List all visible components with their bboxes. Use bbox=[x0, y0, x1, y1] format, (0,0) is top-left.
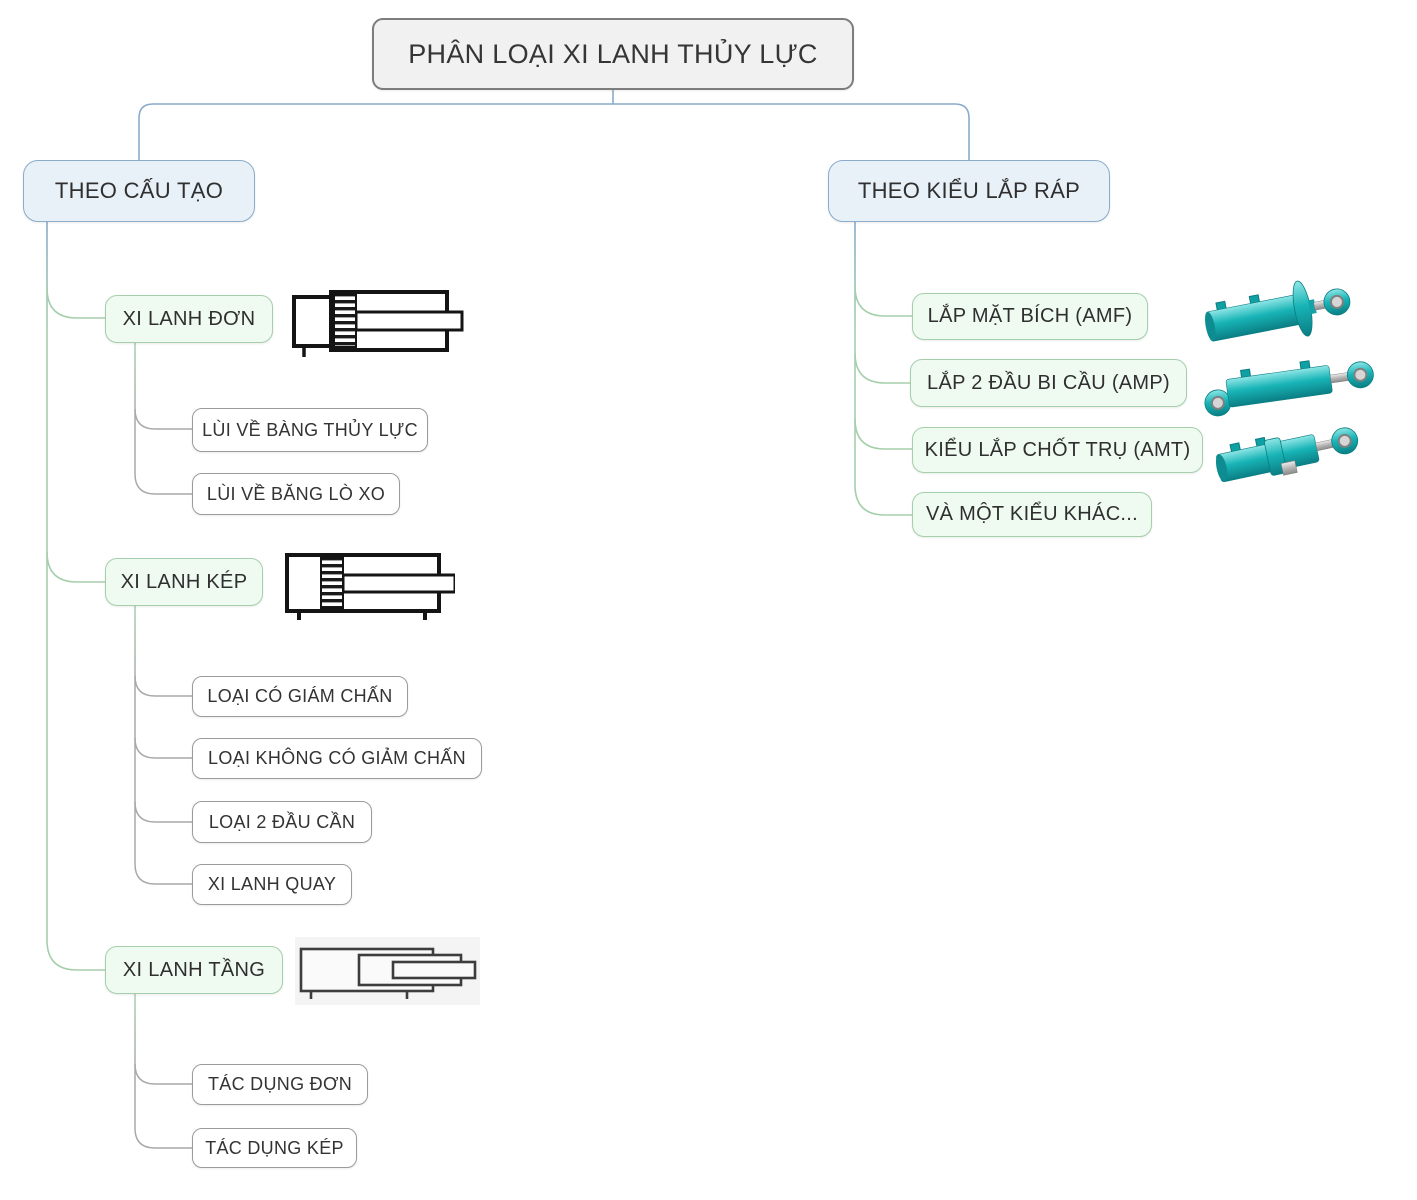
leaf-label: XI LANH QUAY bbox=[207, 874, 337, 894]
node-lap-mat-bich-amf[interactable]: LẮP MẶT BÍCH (AMF) bbox=[912, 293, 1148, 340]
branch-label: THEO KIỂU LẮP RÁP bbox=[857, 178, 1081, 203]
topic-label: LẮP 2 ĐẦU BI CẦU (AMP) bbox=[927, 371, 1170, 394]
leaf-loai-2-dau-can[interactable]: LOẠI 2 ĐẦU CẦN bbox=[192, 801, 372, 843]
leaf-lui-ve-bang-lo-xo[interactable]: LÙI VỀ BĂNG LÒ XO bbox=[192, 473, 400, 515]
topic-label: XI LANH ĐƠN bbox=[122, 307, 256, 330]
root-topic-label: PHÂN LOẠI XI LANH THỦY LỰC bbox=[408, 38, 818, 69]
topic-label: KIỂU LẮP CHỐT TRỤ (AMT) bbox=[924, 438, 1191, 461]
node-kieu-lap-chot-tru-amt[interactable]: KIỂU LẮP CHỐT TRỤ (AMT) bbox=[912, 427, 1203, 473]
leaf-label: LOẠI CÓ GIÁM CHẤN bbox=[207, 686, 393, 706]
node-xi-lanh-kep[interactable]: XI LANH KÉP bbox=[105, 558, 263, 606]
leaf-xi-lanh-quay[interactable]: XI LANH QUAY bbox=[192, 864, 352, 905]
trunnion-mount-cylinder-3d bbox=[1215, 427, 1359, 483]
leaf-loai-co-giam-chan[interactable]: LOẠI CÓ GIÁM CHẤN bbox=[192, 676, 408, 717]
node-va-mot-kieu-khac[interactable]: VÀ MỘT KIỂU KHÁC... bbox=[912, 492, 1152, 537]
leaf-loai-khong-co-giam-chan[interactable]: LOẠI KHÔNG CÓ GIẢM CHẤN bbox=[192, 738, 482, 779]
root-topic[interactable]: PHÂN LOẠI XI LANH THỦY LỰC bbox=[372, 18, 854, 90]
node-lap-2-dau-bi-cau-amp[interactable]: LẮP 2 ĐẦU BI CẦU (AMP) bbox=[910, 359, 1187, 407]
leaf-label: LÙI VỀ BÀNG THỦY LỰC bbox=[202, 419, 418, 440]
leaf-tac-dung-kep[interactable]: TÁC DỤNG KÉP bbox=[192, 1128, 357, 1168]
topic-label: XI LANH KÉP bbox=[120, 570, 248, 593]
branch-label: THEO CẤU TẠO bbox=[54, 178, 224, 203]
leaf-lui-ve-bang-thuy-luc[interactable]: LÙI VỀ BÀNG THỦY LỰC bbox=[192, 408, 428, 452]
single-acting-cylinder-diagram bbox=[292, 290, 464, 357]
branch-theo-cau-tao[interactable]: THEO CẤU TẠO bbox=[23, 160, 255, 222]
leaf-tac-dung-don[interactable]: TÁC DỤNG ĐƠN bbox=[192, 1064, 368, 1105]
node-xi-lanh-tang[interactable]: XI LANH TẦNG bbox=[105, 946, 283, 994]
topic-label: VÀ MỘT KIỂU KHÁC... bbox=[925, 503, 1139, 525]
double-acting-cylinder-diagram bbox=[285, 553, 455, 620]
branch-theo-kieu-lap-rap[interactable]: THEO KIỂU LẮP RÁP bbox=[828, 160, 1110, 222]
telescopic-cylinder-diagram bbox=[295, 937, 480, 1005]
leaf-label: LÙI VỀ BĂNG LÒ XO bbox=[206, 483, 386, 504]
topic-label: XI LANH TẦNG bbox=[122, 958, 266, 981]
topic-label: LẮP MẶT BÍCH (AMF) bbox=[927, 305, 1133, 327]
node-xi-lanh-don[interactable]: XI LANH ĐƠN bbox=[105, 295, 273, 343]
leaf-label: TÁC DỤNG KÉP bbox=[205, 1137, 344, 1158]
leaf-label: LOẠI KHÔNG CÓ GIẢM CHẤN bbox=[208, 748, 466, 768]
flange-mount-cylinder-3d bbox=[1205, 280, 1351, 342]
leaf-label: TÁC DỤNG ĐƠN bbox=[207, 1074, 353, 1094]
double-eye-mount-cylinder-3d bbox=[1204, 360, 1374, 417]
leaf-label: LOẠI 2 ĐẦU CẦN bbox=[208, 811, 356, 832]
